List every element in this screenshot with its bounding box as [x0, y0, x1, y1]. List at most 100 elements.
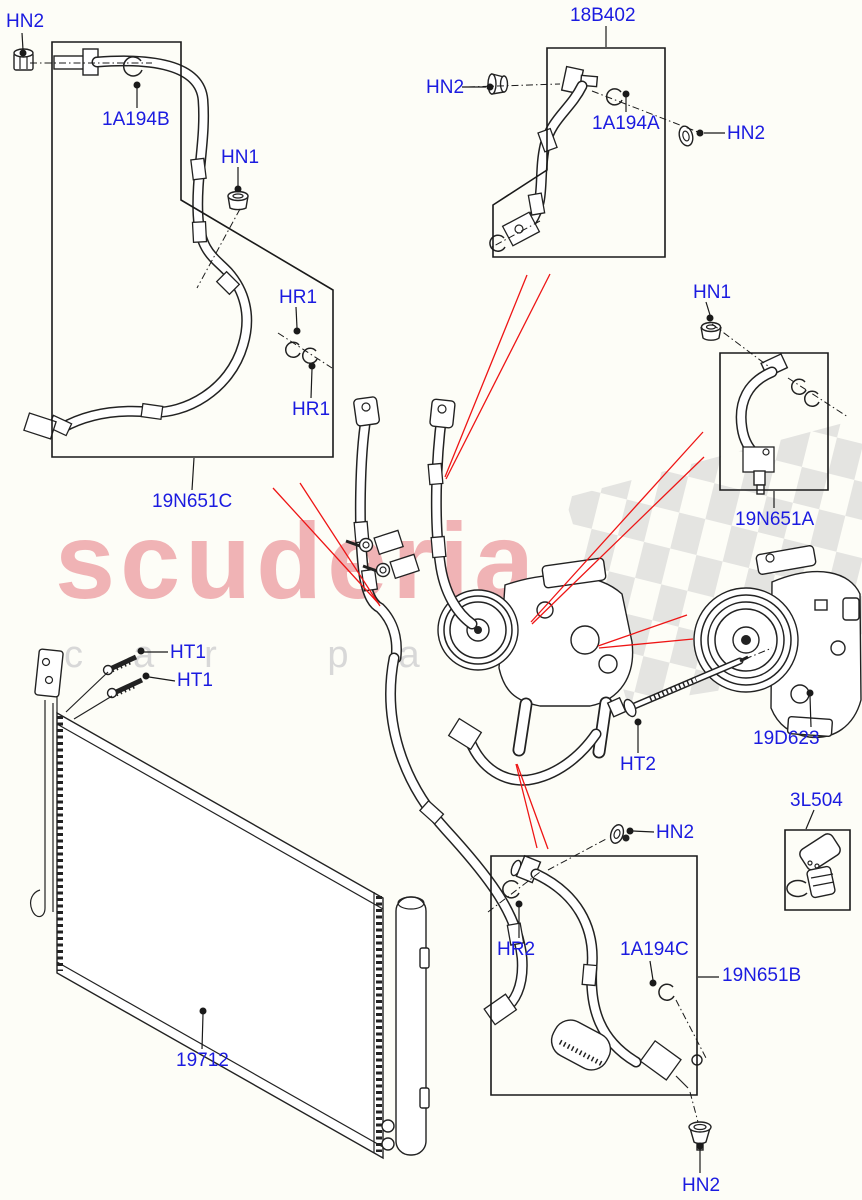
label-leader-line [21, 32, 24, 51]
part-label-19n651b-21[interactable]: 19N651B [722, 965, 802, 986]
leader-dot [706, 314, 714, 322]
part-label-1a194b-1[interactable]: 1A194B [102, 109, 170, 130]
leader-dot [626, 827, 634, 835]
leader-dot [634, 718, 642, 726]
centerline-dash [711, 323, 769, 367]
leader-dot [19, 49, 27, 57]
part-label-ht1-13[interactable]: HT1 [177, 670, 213, 691]
part-label-1a194c-20[interactable]: 1A194C [620, 939, 689, 960]
leader-dot [199, 1007, 207, 1015]
part-label-hn1-7[interactable]: HN1 [693, 282, 732, 303]
c-clip-icon [489, 234, 506, 252]
box-19n651c [51, 41, 334, 458]
label-leader-line [705, 301, 711, 316]
pressure-switch-3l504-art [786, 833, 841, 899]
leader-dot [234, 185, 242, 193]
box-18b402 [492, 47, 666, 258]
hose-19n651c-art [23, 48, 253, 440]
centerline-dash [277, 332, 333, 369]
box-19n651a [719, 352, 829, 491]
centerline-dash [487, 871, 541, 913]
red-pointer-line [598, 638, 694, 649]
nut-icon [700, 321, 722, 341]
c-clip-icon [790, 378, 807, 396]
red-pointer-line [516, 763, 549, 850]
leader-dot [142, 672, 150, 680]
leader-dot [137, 647, 145, 655]
part-label-1a194a-5[interactable]: 1A194A [592, 113, 660, 134]
centerline-dash [787, 377, 849, 418]
o-ring-icon [658, 983, 675, 1001]
part-label-hr2-18[interactable]: HR2 [497, 939, 536, 960]
leader-dot [806, 689, 814, 697]
label-leader-line [148, 676, 176, 682]
box-3l504 [784, 829, 851, 911]
part-label-hr1-11[interactable]: HR1 [292, 399, 331, 420]
leader-dot [696, 129, 704, 137]
part-label-ht1-12[interactable]: HT1 [170, 642, 206, 663]
red-pointer-line [597, 614, 688, 647]
o-ring-icon [605, 88, 623, 106]
label-leader-line [310, 368, 313, 399]
washer-icon [609, 824, 630, 844]
leader-dot [486, 83, 494, 91]
label-leader-line [805, 809, 815, 830]
part-label-hn1-2[interactable]: HN1 [221, 147, 260, 168]
label-leader-line [809, 695, 812, 728]
leader-dot [696, 1142, 704, 1150]
bolt-ht2-art [606, 655, 749, 718]
hose-18b402-art [501, 65, 599, 247]
part-label-hn2-6[interactable]: HN2 [727, 123, 766, 144]
leader-dot [133, 81, 141, 89]
centerline-dash [196, 208, 241, 289]
red-pointer-line [530, 431, 704, 623]
centerline-dash [591, 90, 699, 133]
part-label-18b402-3[interactable]: 18B402 [570, 5, 636, 26]
part-label-hn2-19[interactable]: HN2 [656, 822, 695, 843]
centerline-dash [675, 999, 707, 1059]
label-leader-line [201, 1013, 204, 1050]
leader-dot [308, 362, 316, 370]
red-pointer-line [515, 763, 538, 849]
label-leader-line [295, 306, 298, 329]
central-compressor-hoses-art [345, 396, 634, 1026]
red-pointer-line [444, 274, 528, 478]
centerline-dash [689, 1091, 699, 1123]
red-pointer-line [299, 482, 381, 607]
o-ring-icon [123, 56, 143, 77]
part-label-hr1-10[interactable]: HR1 [279, 287, 318, 308]
part-label-hn2-0[interactable]: HN2 [6, 11, 45, 32]
c-clip-icon [502, 880, 520, 899]
part-label-19n651a-8[interactable]: 19N651A [735, 509, 815, 530]
box-19n651b [490, 855, 698, 1096]
part-label-19712-14[interactable]: 19712 [176, 1050, 229, 1071]
red-pointer-line [531, 456, 705, 625]
centerline-dash [547, 837, 609, 871]
leader-dot [649, 979, 657, 987]
part-label-hn2-4[interactable]: HN2 [426, 77, 465, 98]
nut-icon [227, 190, 249, 211]
c-clip-icon [803, 390, 820, 408]
c-clip-icon [301, 347, 318, 365]
label-leader-line [632, 830, 655, 833]
c-clip-icon [284, 341, 301, 359]
leader-dot [293, 327, 301, 335]
label-leader-line [649, 960, 654, 981]
hose-19n651b-art [510, 854, 703, 1089]
part-label-3l504-17[interactable]: 3L504 [790, 790, 843, 811]
leader-dot [515, 900, 523, 908]
ht1-screws-art [65, 654, 144, 720]
part-label-19d623-16[interactable]: 19D623 [753, 728, 820, 749]
part-label-19n651c-9[interactable]: 19N651C [152, 491, 233, 512]
red-pointer-line [445, 273, 551, 480]
label-leader-line [191, 457, 195, 491]
centerline-dash [744, 647, 773, 660]
red-pointer-line [272, 487, 380, 605]
part-label-ht2-15[interactable]: HT2 [620, 754, 656, 775]
centerline-dash [491, 220, 541, 248]
part-label-hn2-22[interactable]: HN2 [682, 1175, 721, 1196]
